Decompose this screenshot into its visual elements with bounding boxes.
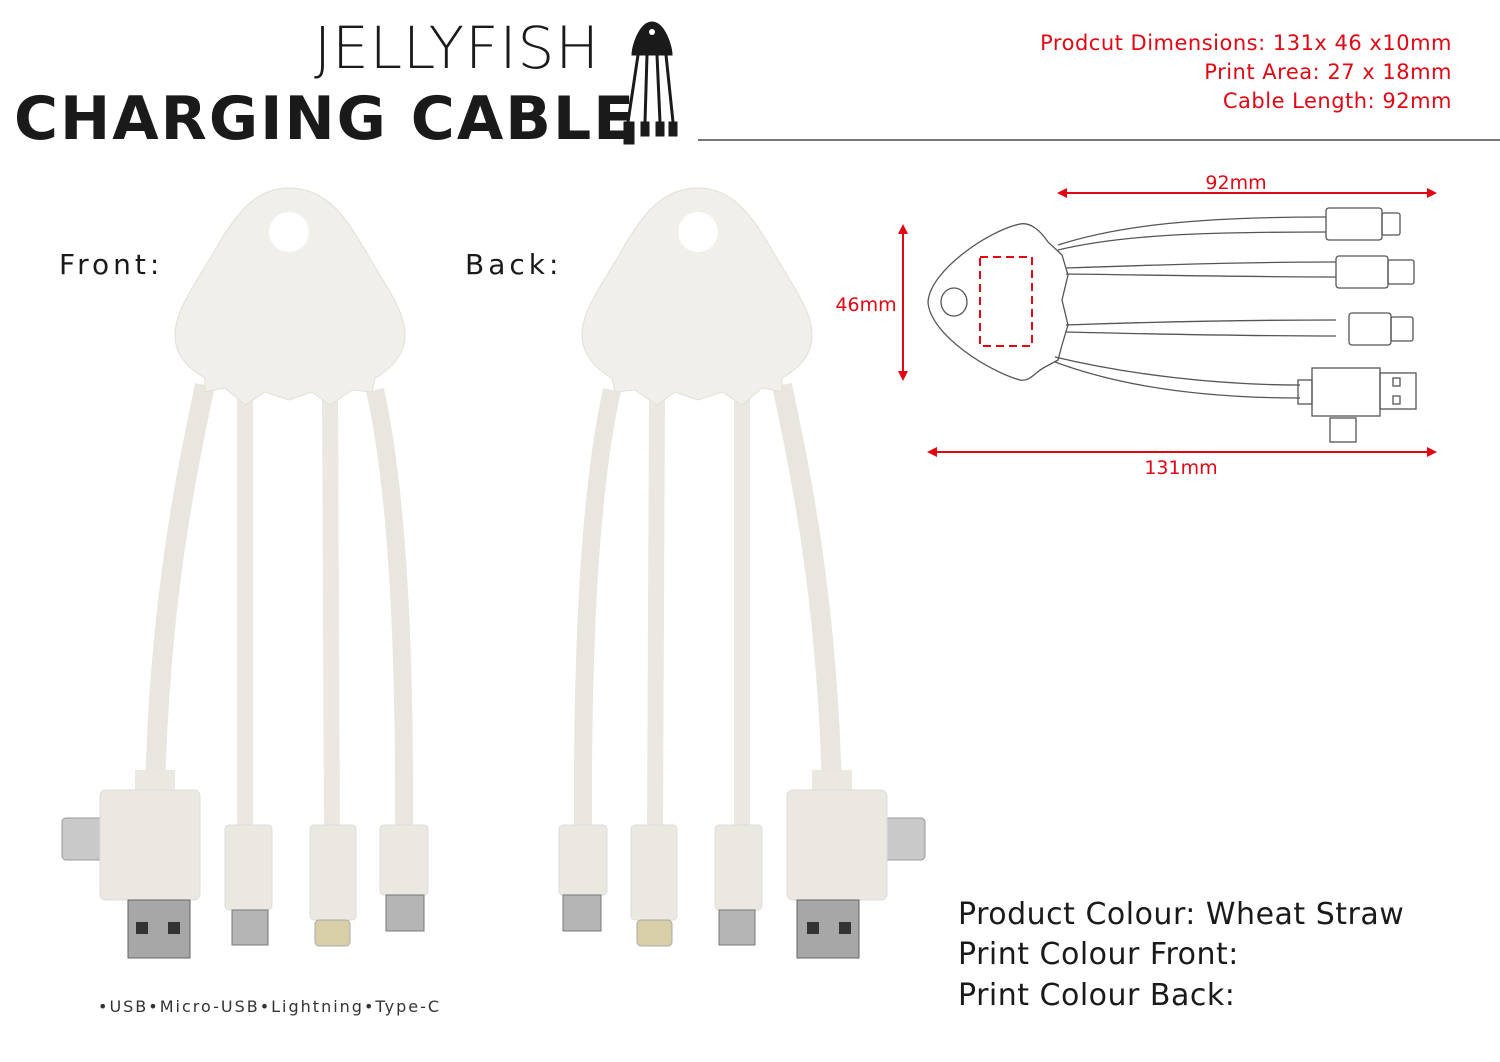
front-label: Front: (59, 248, 164, 281)
print-colour-front: Print Colour Front: (958, 937, 1239, 972)
title-charging-cable: CHARGING CABLE (14, 84, 637, 154)
dimension-arrows (902, 192, 1434, 453)
product-front-image (62, 188, 428, 958)
spec-cable-length: Cable Length: 92mm (1222, 89, 1452, 113)
technical-diagram (898, 188, 1437, 457)
back-label: Back: (465, 248, 563, 281)
print-colour-back: Print Colour Back: (958, 978, 1236, 1013)
product-colour: Product Colour: Wheat Straw (958, 897, 1405, 932)
title-jellyfish: JELLYFISH (313, 14, 600, 82)
height-label: 46mm (835, 294, 896, 316)
spec-print-area: Print Area: 27 x 18mm (1204, 60, 1452, 84)
total-length-label: 131mm (1144, 457, 1217, 479)
spec-dimensions: Prodcut Dimensions: 131x 46 x10mm (1040, 31, 1452, 55)
jellyfish-cable-icon (623, 21, 678, 145)
connector-types: •USB•Micro-USB•Lightning•Type-C (98, 997, 442, 1016)
cable-length-label: 92mm (1205, 172, 1266, 194)
header-divider (698, 139, 1500, 141)
